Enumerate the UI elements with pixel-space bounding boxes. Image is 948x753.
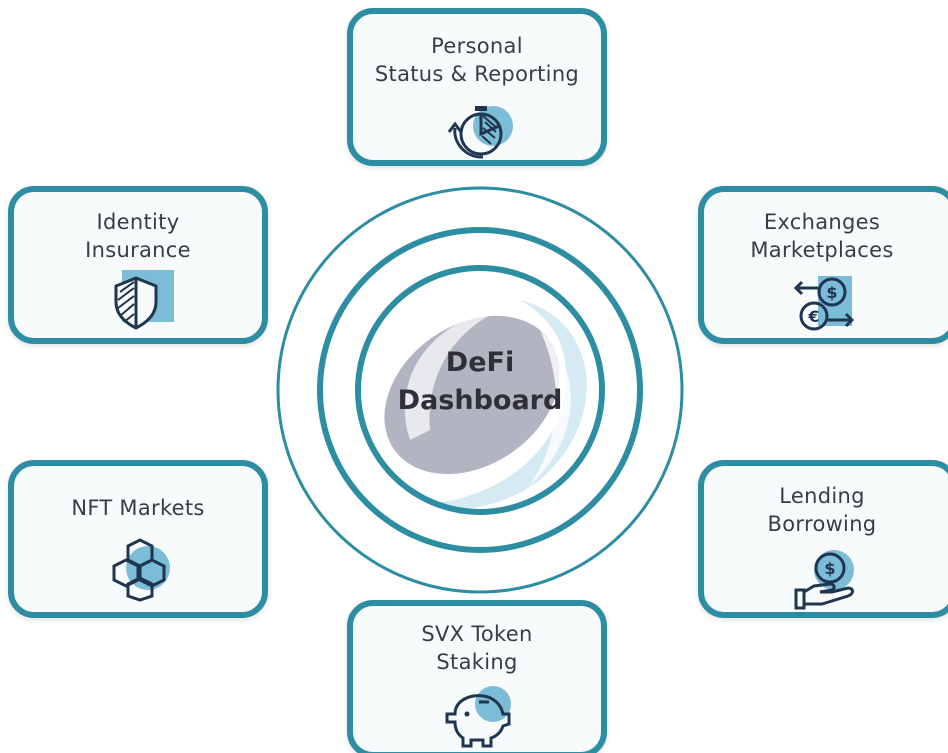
- piggy-bank-icon: [445, 686, 511, 748]
- card-label-line1: Lending: [779, 484, 865, 508]
- card-label: NFT Markets: [71, 494, 204, 522]
- card-nft-markets[interactable]: NFT Markets: [8, 460, 268, 618]
- svg-text:€: €: [807, 307, 819, 326]
- card-label-line1: NFT Markets: [71, 496, 205, 520]
- inner-ring: [355, 265, 605, 515]
- card-identity-insurance[interactable]: Identity Insurance: [8, 186, 268, 344]
- card-personal-status-reporting[interactable]: Personal Status & Reporting: [347, 8, 607, 166]
- card-label: Exchanges Marketplaces: [750, 208, 893, 264]
- hand-coin-icon: $: [794, 550, 854, 610]
- pie-chart-refresh-icon: [447, 106, 513, 159]
- card-exchanges-marketplaces[interactable]: Exchanges Marketplaces $ €: [698, 186, 948, 344]
- card-label: Identity Insurance: [85, 208, 191, 264]
- card-label-line1: SVX Token: [421, 622, 533, 646]
- card-label-line2: Borrowing: [767, 512, 877, 536]
- card-label-line1: Personal: [431, 34, 523, 58]
- center-title-line1: DeFi: [445, 347, 515, 378]
- center-title: DeFi Dashboard: [380, 344, 580, 420]
- outer-ring: [276, 186, 684, 594]
- middle-ring: [317, 227, 643, 553]
- card-label-line2: Marketplaces: [750, 238, 894, 262]
- center-title-line2: Dashboard: [397, 385, 563, 416]
- card-label: Personal Status & Reporting: [375, 32, 579, 88]
- hexagon-blocks-icon: [112, 538, 170, 602]
- card-label: SVX Token Staking: [421, 620, 532, 676]
- currency-exchange-icon: $ €: [793, 276, 855, 331]
- card-label-line2: Insurance: [85, 238, 191, 262]
- card-label-line1: Identity: [96, 210, 180, 234]
- card-label-line2: Staking: [436, 650, 518, 674]
- card-lending-borrowing[interactable]: Lending Borrowing $: [698, 460, 948, 618]
- card-label-line1: Exchanges: [763, 210, 881, 234]
- svg-text:$: $: [824, 559, 835, 578]
- swirl-graphic: [384, 300, 587, 510]
- card-label: Lending Borrowing: [768, 482, 877, 538]
- card-svx-token-staking[interactable]: SVX Token Staking: [347, 600, 607, 753]
- shield-icon: [114, 270, 174, 330]
- svg-text:$: $: [826, 283, 837, 302]
- card-label-line2: Status & Reporting: [374, 62, 580, 86]
